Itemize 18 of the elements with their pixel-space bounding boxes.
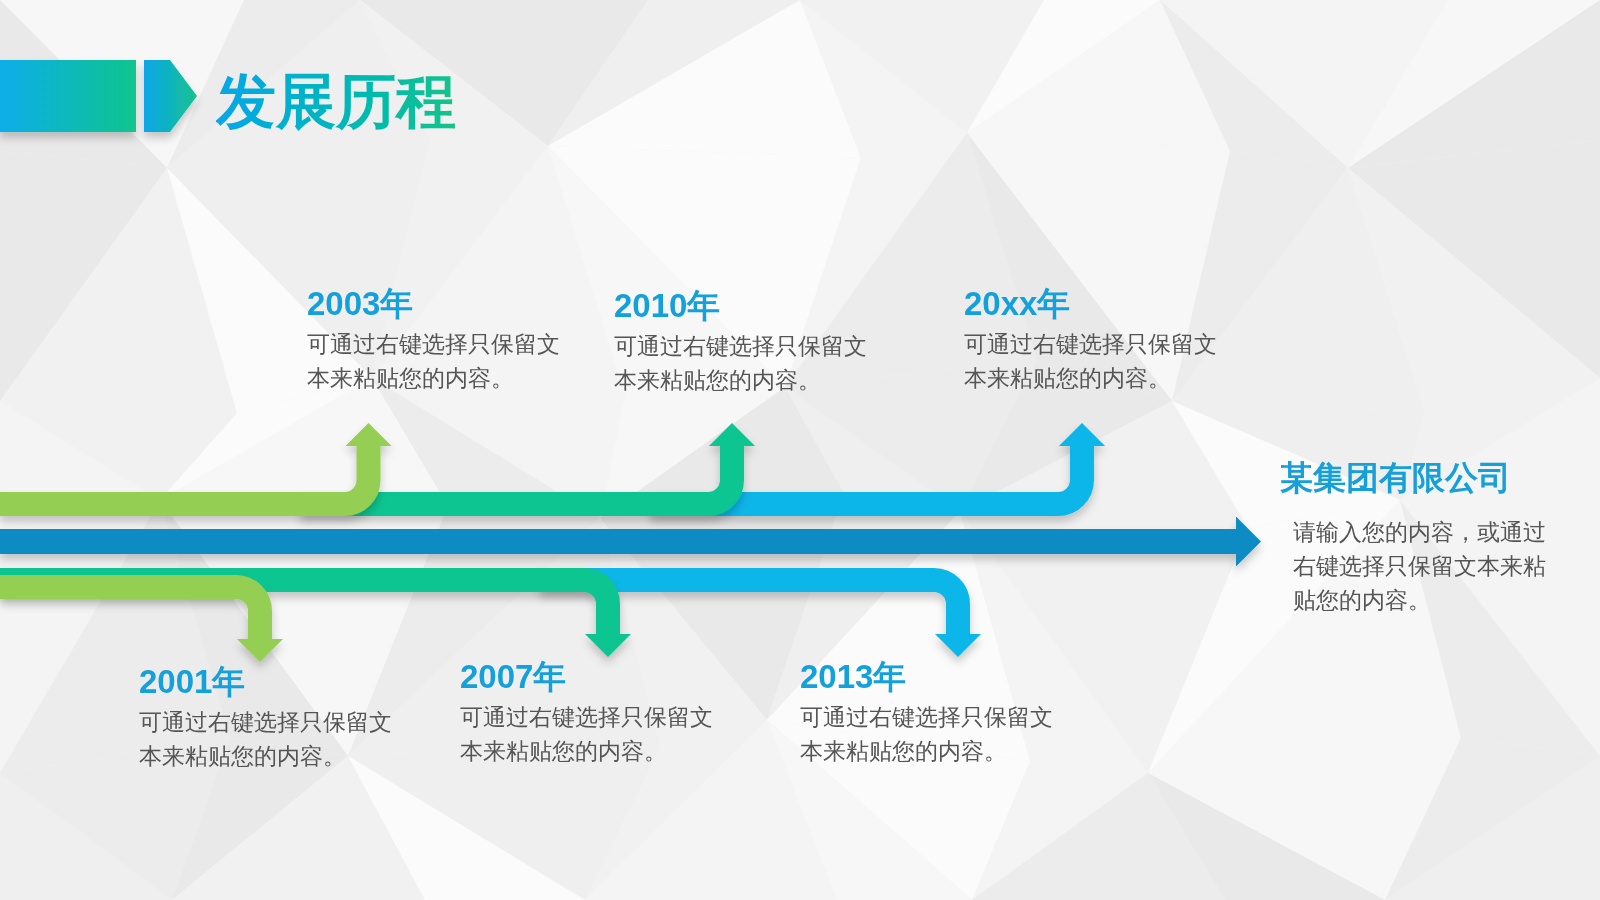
year-heading: 2013年 (800, 658, 907, 695)
company-heading: 某集团有限公司 (1280, 459, 1511, 496)
year-heading: 20xx年 (964, 285, 1071, 322)
description-text: 可通过右键选择只保留文本来粘贴您的内容。 (460, 703, 714, 766)
branch-arrow (0, 568, 631, 657)
description-text: 可通过右键选择只保留文本来粘贴您的内容。 (964, 330, 1218, 393)
branch-arrow (0, 575, 283, 662)
year-heading: 2001年 (139, 663, 246, 700)
description-text: 可通过右键选择只保留文本来粘贴您的内容。 (614, 332, 868, 395)
branch-arrow (0, 423, 392, 516)
year-heading: 2007年 (460, 658, 567, 695)
year-heading: 2003年 (307, 285, 414, 322)
timeline-arrow (0, 516, 1261, 567)
year-heading: 2010年 (614, 287, 721, 324)
description-text: 请输入您的内容，或通过右键选择只保留文本来粘贴您的内容。 (1293, 518, 1547, 615)
description-text: 可通过右键选择只保留文本来粘贴您的内容。 (800, 703, 1054, 766)
description-text: 可通过右键选择只保留文本来粘贴您的内容。 (307, 330, 561, 393)
description-text: 可通过右键选择只保留文本来粘贴您的内容。 (139, 708, 393, 771)
